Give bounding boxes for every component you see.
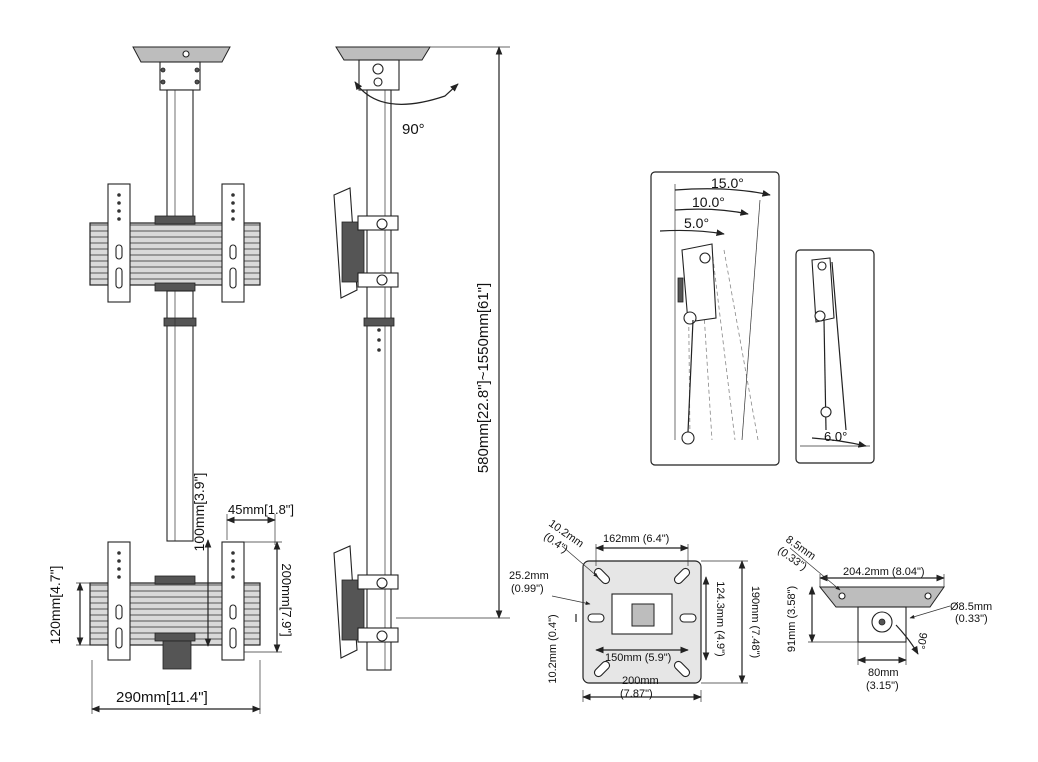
bracket-depth-label: 45mm[1.8"] — [228, 502, 294, 517]
plate-slot-height: 10.2mm (0.4") — [547, 614, 559, 683]
plate-top-width: 162mm (6.4") — [603, 533, 669, 545]
ceiling-height: 91mm (3.58") — [786, 586, 798, 652]
tilt-angle-10: 10.0° — [692, 194, 725, 210]
panel-height-label: 120mm[4.7"] — [47, 566, 63, 645]
rotate-angle-label: 90° — [402, 121, 425, 138]
ceiling-spacing: 80mm — [868, 667, 899, 679]
ceiling-diameter: Ø8.5mm — [950, 601, 992, 613]
inset-detail — [795, 249, 875, 464]
plate-offset-in: (0.99") — [511, 583, 544, 595]
tilt-angle-15: 15.0° — [711, 175, 744, 191]
tv-plate — [551, 544, 748, 702]
plate-offset: 25.2mm — [509, 570, 549, 582]
ceiling-angle: 90° — [914, 631, 929, 649]
plate-width: 200mm — [622, 675, 659, 687]
pole-offset-label: 100mm[3.9"] — [191, 473, 207, 552]
tilt-angle-5: 5.0° — [684, 215, 709, 231]
plate-hole-spacing: 150mm (5.9") — [605, 652, 671, 664]
inset-angle-label: 6.0° — [824, 429, 847, 444]
ceiling-plate-width: 204.2mm (8.04") — [843, 566, 925, 578]
total-width-label: 290mm[11.4"] — [116, 689, 208, 706]
tilt-detail — [650, 171, 780, 466]
rail-span-label: 200mm[7.9"] — [279, 563, 294, 636]
plate-width-in: (7.87") — [620, 688, 653, 700]
ceiling-plate — [789, 547, 951, 665]
plate-outer-height: 190mm (7.48") — [749, 586, 761, 658]
ceiling-diameter-in: (0.33") — [955, 613, 988, 625]
side-view — [333, 46, 510, 671]
height-range-label: 580mm[22.8"]~1550mm[61"] — [475, 283, 492, 473]
plate-inner-height: 124.3mm (4.9") — [714, 581, 726, 656]
ceiling-spacing-in: (3.15") — [866, 680, 899, 692]
front-view — [76, 46, 282, 714]
